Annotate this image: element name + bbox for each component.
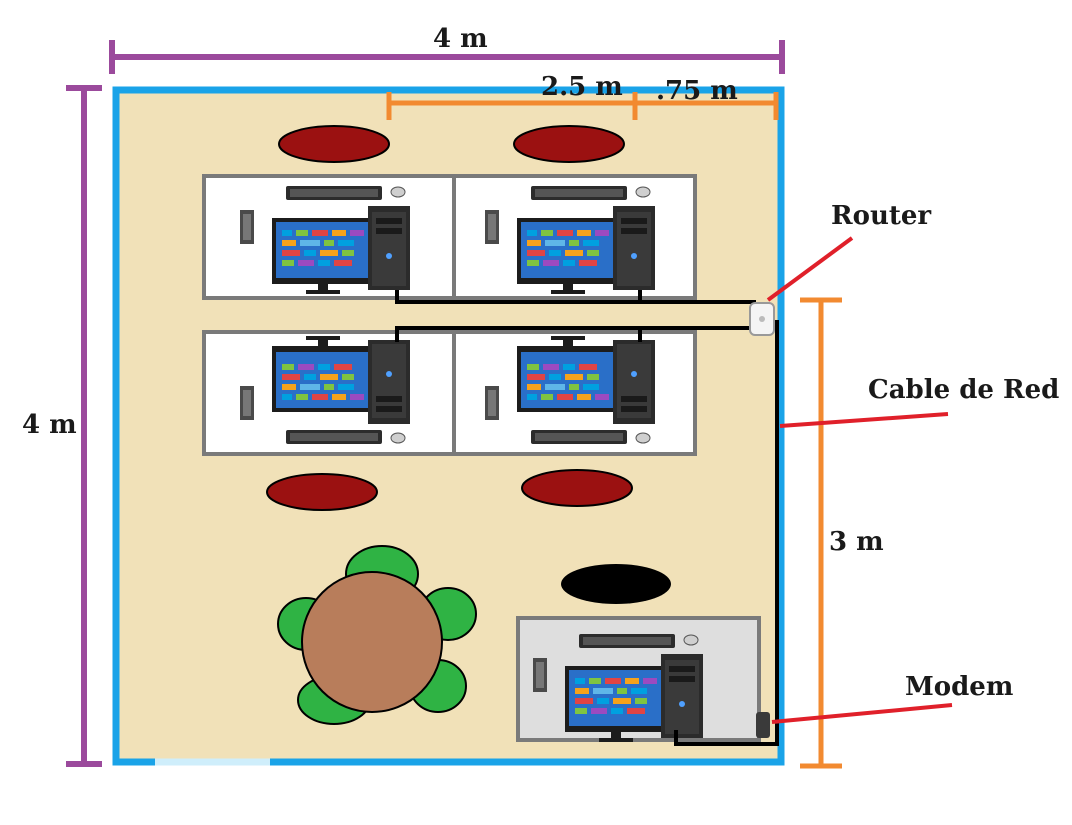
modem-device — [756, 712, 770, 738]
router-pointer — [766, 236, 854, 302]
modem-label: Modem — [905, 672, 1014, 702]
router-led-icon — [759, 316, 765, 322]
router-label: Router — [831, 201, 932, 231]
segment-a-label: 2.5 m — [541, 72, 623, 102]
chair-3 — [266, 473, 378, 511]
segment-b-label: .75 m — [656, 76, 738, 106]
network-cable — [395, 290, 779, 746]
round-table-with-plants — [277, 545, 477, 725]
top-width-dimension — [109, 40, 785, 74]
chair-4 — [521, 469, 633, 507]
chair-1 — [278, 125, 390, 163]
left-height-label: 4 m — [22, 410, 77, 440]
modem-pointer — [771, 703, 953, 724]
cable-pointer — [779, 412, 949, 428]
chair-2 — [513, 125, 625, 163]
left-height-dimension — [66, 85, 102, 767]
cable-label: Cable de Red — [868, 375, 1060, 405]
chair-black — [561, 564, 671, 604]
top-width-label: 4 m — [433, 24, 488, 54]
right-height-label: 3 m — [829, 527, 884, 557]
right-height-dimension — [800, 297, 842, 769]
top-segment-dimension — [386, 92, 779, 120]
